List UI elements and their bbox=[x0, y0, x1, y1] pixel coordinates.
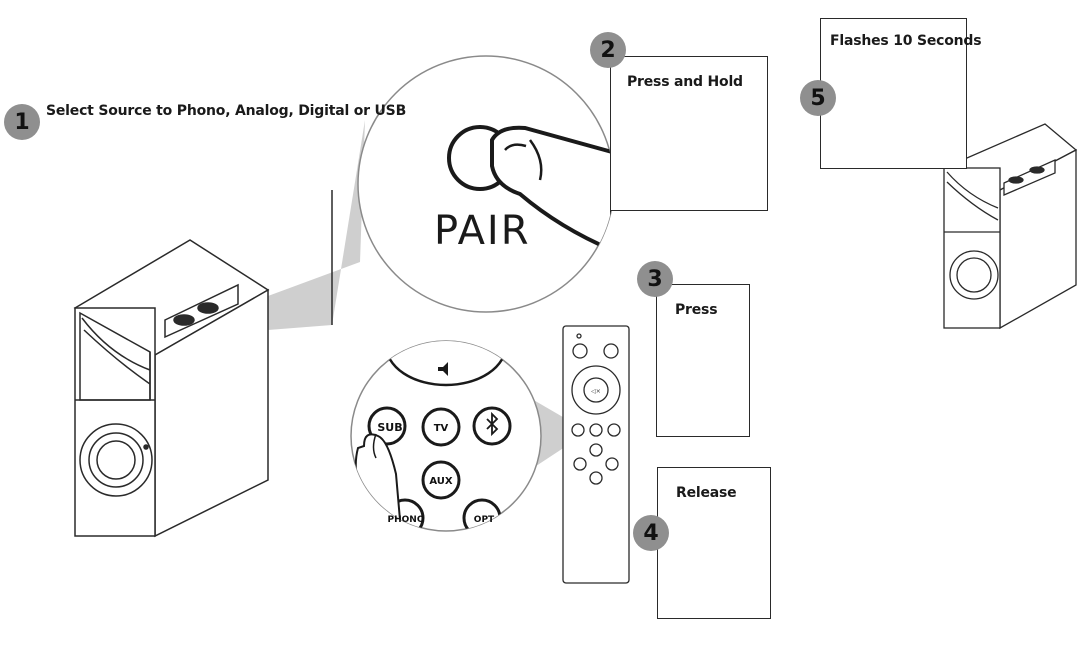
step-3-text: Press bbox=[675, 302, 718, 318]
step-4-text: Release bbox=[676, 485, 737, 501]
remote-zoom: SUB TV AUX PHONO OPT bbox=[350, 340, 542, 532]
remote-aux-button bbox=[589, 443, 603, 457]
pair-zoom-beam bbox=[268, 120, 365, 330]
step-3-badge: 3 bbox=[637, 261, 673, 297]
remote-opt-button bbox=[605, 457, 619, 471]
power-icon bbox=[572, 343, 588, 359]
step-2-badge: 2 bbox=[590, 32, 626, 68]
remote-bluetooth-button bbox=[607, 423, 621, 437]
zoom-tv-button bbox=[421, 407, 461, 447]
zoom-label-phono: PHONO bbox=[388, 515, 425, 525]
zoom-label-aux: AUX bbox=[429, 476, 453, 487]
svg-text:◁×: ◁× bbox=[591, 388, 601, 395]
step-4-badge: 4 bbox=[633, 515, 669, 551]
remote-usb-button bbox=[589, 471, 603, 485]
callout-box-2 bbox=[610, 56, 768, 211]
remote-phono-button bbox=[573, 457, 587, 471]
remote-sub-button bbox=[571, 423, 585, 437]
callout-box-3 bbox=[656, 284, 750, 437]
speaker-right bbox=[942, 123, 1078, 330]
step-2-text: Press and Hold bbox=[627, 74, 743, 90]
remote: ◁× bbox=[562, 325, 630, 584]
pair-zoom bbox=[357, 55, 615, 313]
zoom-aux-button bbox=[421, 460, 461, 500]
zoom-label-tv: TV bbox=[434, 423, 449, 434]
zoom-label-opt: OPT bbox=[474, 515, 495, 525]
pair-label: PAIR bbox=[434, 208, 531, 254]
zoom-label-sub: SUB bbox=[377, 421, 402, 434]
speaker-main bbox=[73, 239, 270, 538]
step-1-text: Select Source to Phono, Analog, Digital … bbox=[46, 103, 407, 119]
step-1-badge: 1 bbox=[4, 104, 40, 140]
callout-box-4 bbox=[657, 467, 771, 619]
step-5-badge: 5 bbox=[800, 80, 836, 116]
remote-tv-button bbox=[589, 423, 603, 437]
play-pause-icon bbox=[603, 343, 619, 359]
step-5-text: Flashes 10 Seconds bbox=[830, 33, 982, 49]
